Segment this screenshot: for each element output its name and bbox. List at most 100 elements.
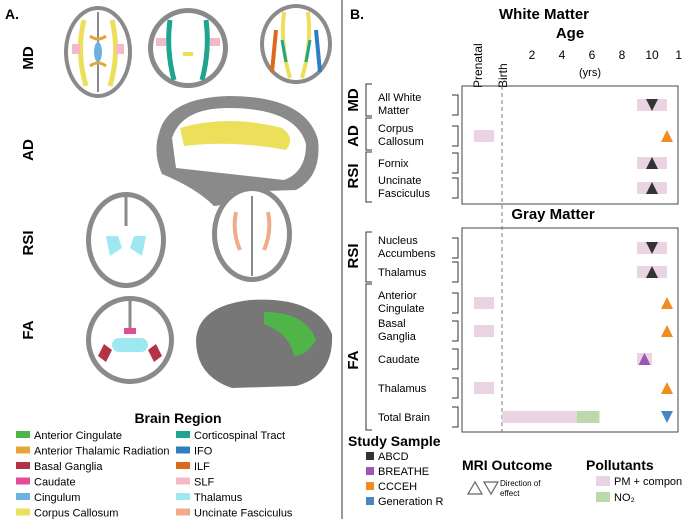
study-sample-legend-title: Study Sample xyxy=(348,433,441,449)
group-label-ad: AD xyxy=(345,125,362,147)
row-white-matter-corpus-callosum-label-0: Corpus xyxy=(378,123,414,135)
brain-legend-label-ilf: ILF xyxy=(194,461,210,473)
row-gray-matter-thalamus-bracket xyxy=(452,377,459,399)
gray-matter-title: Gray Matter xyxy=(511,206,595,223)
row-white-matter-fornix-outcome-up xyxy=(646,157,658,169)
study-legend-label-generation-r: Generation R xyxy=(378,496,443,508)
row-white-matter-corpus-callosum-bracket xyxy=(452,125,459,147)
brain-legend-swatch-ilf xyxy=(176,462,190,469)
md-axial-slice-1 xyxy=(64,6,132,98)
fa-lateral-brain xyxy=(196,299,333,388)
row-gray-matter-nucleus-accumbens-label-0: Nucleus xyxy=(378,235,418,247)
age-tick-8: 8 xyxy=(619,48,626,62)
row-gray-matter-thalamus-label-0: Thalamus xyxy=(378,383,427,395)
ad-sagittal-slice xyxy=(156,96,319,206)
row-white-matter-all-white-matter-bracket xyxy=(452,94,459,116)
row-gray-matter-basal-ganglia-label-1: Ganglia xyxy=(378,331,417,343)
row-gray-matter-total-brain-exposure-1 xyxy=(577,411,600,423)
fa-coronal-slice xyxy=(86,296,174,384)
row-gray-matter-anterior-cingulate-label-1: Cingulate xyxy=(378,303,424,315)
brain-legend-label-slf: SLF xyxy=(194,477,214,489)
mri-outcome-caption-line1: Direction of xyxy=(500,479,541,488)
row-label-md: MD xyxy=(20,46,37,69)
row-gray-matter-basal-ganglia-outcome-up xyxy=(661,325,673,337)
panel-a-label: A. xyxy=(5,6,19,22)
row-white-matter-uncinate-fasciculus-label-1: Fasciculus xyxy=(378,188,430,200)
brain-legend-label-thalamus: Thalamus xyxy=(194,492,243,504)
age-tick-2: 2 xyxy=(529,48,536,62)
row-gray-matter-thalamus-bracket xyxy=(452,261,459,283)
row-white-matter-fornix-bracket xyxy=(452,152,459,174)
group-label-rsi-white: RSI xyxy=(345,163,362,188)
brain-legend-label-corpus-callosum: Corpus Callosum xyxy=(34,508,118,520)
brain-legend-swatch-anterior-thalamic-radiation xyxy=(16,446,30,454)
group-bracket-ad xyxy=(365,117,372,151)
row-gray-matter-total-brain-label-0: Total Brain xyxy=(378,412,430,424)
row-gray-matter-thalamus-label-0: Thalamus xyxy=(378,267,427,279)
age-tick-10: 10 xyxy=(645,48,659,62)
row-gray-matter-basal-ganglia-label-0: Basal xyxy=(378,318,406,330)
row-white-matter-uncinate-fasciculus-label-0: Uncinate xyxy=(378,175,421,187)
row-gray-matter-caudate-outcome-up xyxy=(638,353,651,365)
row-white-matter-fornix-label-0: Fornix xyxy=(378,158,409,170)
row-white-matter-corpus-callosum-outcome-up xyxy=(661,130,673,142)
row-gray-matter-caudate-label-0: Caudate xyxy=(378,354,420,366)
row-gray-matter-anterior-cingulate-bracket xyxy=(452,292,459,314)
row-gray-matter-total-brain-exposure-0 xyxy=(502,411,600,423)
pollutant-legend-swatch-0 xyxy=(596,476,610,486)
age-tick-12: 12 xyxy=(675,48,682,62)
row-label-rsi: RSI xyxy=(20,230,37,255)
row-labels: All WhiteMatterCorpusCallosumFornixUncin… xyxy=(378,92,436,424)
exposure-bars xyxy=(474,99,667,423)
row-label-fa: FA xyxy=(20,320,37,339)
age-tick-4: 4 xyxy=(559,48,566,62)
row-gray-matter-total-brain-outcome-down xyxy=(661,411,673,423)
age-tick-6: 6 xyxy=(589,48,596,62)
group-bracket-rsi-gray xyxy=(365,231,372,283)
age-unit-label: (yrs) xyxy=(579,67,601,79)
row-gray-matter-anterior-cingulate-label-0: Anterior xyxy=(378,290,417,302)
study-legend-swatch-abcd xyxy=(366,452,374,460)
brain-legend-label-ifo: IFO xyxy=(194,446,213,458)
row-gray-matter-thalamus-exposure-0 xyxy=(474,382,494,394)
group-bracket-md xyxy=(365,83,372,117)
pollutant-legend-label-1: NO₂ xyxy=(614,492,635,504)
brain-legend-label-cingulum: Cingulum xyxy=(34,492,80,504)
pollutants-legend: PM + componentsNO₂ xyxy=(596,476,682,504)
row-gray-matter-basal-ganglia-bracket xyxy=(452,320,459,342)
group-label-rsi-gray: RSI xyxy=(345,243,362,268)
brain-legend-label-anterior-cingulate: Anterior Cingulate xyxy=(34,430,122,442)
brain-legend-label-corticospinal-tract: Corticospinal Tract xyxy=(194,430,285,442)
gray-matter-plot-frame xyxy=(461,227,679,433)
row-gray-matter-caudate-bracket xyxy=(452,348,459,370)
row-white-matter-uncinate-fasciculus-outcome-up xyxy=(646,182,658,194)
brain-legend-swatch-corticospinal-tract xyxy=(176,431,190,438)
age-axis-title: Age xyxy=(556,25,584,42)
brain-legend-swatch-caudate xyxy=(16,477,30,485)
study-legend-label-abcd: ABCD xyxy=(378,451,409,463)
row-white-matter-all-white-matter-outcome-down xyxy=(646,99,658,111)
brain-legend-swatch-thalamus xyxy=(176,493,190,500)
row-gray-matter-anterior-cingulate-outcome-up xyxy=(661,297,673,309)
row-gray-matter-anterior-cingulate-exposure-0 xyxy=(474,297,494,309)
brain-legend-swatch-ifo xyxy=(176,446,190,454)
row-white-matter-corpus-callosum-label-1: Callosum xyxy=(378,136,424,148)
study-legend-swatch-ccceh xyxy=(366,482,374,490)
mri-outcome-legend-title: MRI Outcome xyxy=(462,457,552,473)
brain-legend-swatch-cingulum xyxy=(16,493,30,500)
mri-outcome-caption-line2: effect xyxy=(500,489,520,498)
study-legend-label-breathe: BREATHE xyxy=(378,466,429,478)
panel-b-label: B. xyxy=(350,6,364,22)
white-matter-title: White Matter xyxy=(499,6,589,23)
row-brackets xyxy=(452,94,459,428)
pollutant-legend-swatch-1 xyxy=(596,492,610,502)
group-label-md: MD xyxy=(345,88,362,111)
brain-region-legend-title: Brain Region xyxy=(134,410,221,426)
row-white-matter-corpus-callosum-exposure-0 xyxy=(474,130,494,142)
brain-legend-swatch-uncinate-fasciculus xyxy=(176,508,190,516)
brain-legend-label-anterior-thalamic-radiation: Anterior Thalamic Radiation xyxy=(34,446,170,458)
row-label-ad: AD xyxy=(20,139,37,161)
birth-label: Birth xyxy=(496,63,510,88)
